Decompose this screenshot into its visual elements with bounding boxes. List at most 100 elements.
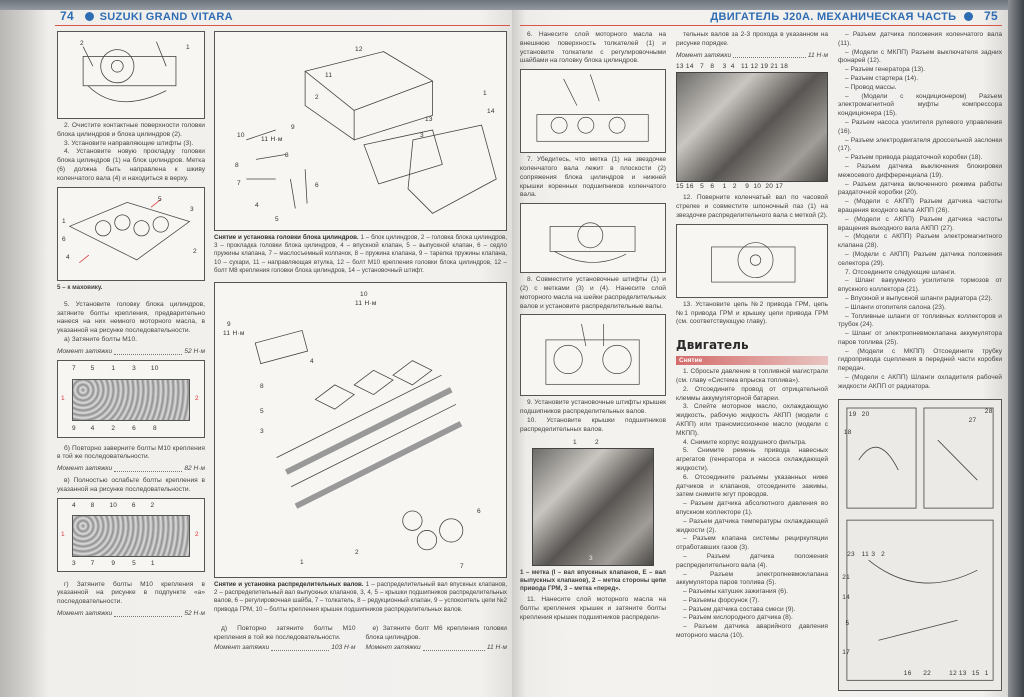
paragraph: – (Модели с АКПП) Разъем электромагнитно… <box>838 233 1002 250</box>
callout: 11 Н·м <box>223 330 245 338</box>
paragraph: 7. Убедитесь, что метка (1) на звездочке… <box>520 156 666 199</box>
final-steps-row: д) Повторно затяните болты M10 крепления… <box>214 625 507 653</box>
callout: 6 <box>315 182 319 189</box>
paragraph: – Разъем датчика аварийного давления мот… <box>676 623 828 640</box>
right-column-3: – Разъем датчика положения коленчатого в… <box>838 31 1002 691</box>
step-6: 6. Нанесите слой моторного масла на внеш… <box>520 31 666 66</box>
callout: 2 <box>80 40 84 47</box>
callout: 1 <box>62 217 66 225</box>
paragraph: тельных валов за 2-3 прохода в указанном… <box>676 31 828 47</box>
step-5: 5. Установите головку блока цилиндров, з… <box>57 301 205 345</box>
paragraph: 4. Снимите корпус воздушного фильтра. <box>683 438 807 446</box>
paragraph: 2. Очистите контактные поверхности голов… <box>57 122 205 138</box>
callout: 18 <box>843 428 852 436</box>
section-heading: Двигатель <box>676 338 749 353</box>
bullet-icon <box>963 12 973 21</box>
page-number: 74 <box>60 9 74 23</box>
callout: 10 <box>360 291 368 299</box>
paragraph: 13. Установите цепь №2 привода ГРМ, цепь… <box>676 300 828 326</box>
torque-label: Момент затяжки <box>365 644 421 652</box>
callout: 17 <box>842 649 851 657</box>
callout: 23 <box>847 550 855 558</box>
callout: 6 <box>62 235 66 243</box>
callout: 4 <box>310 358 314 366</box>
paragraph: 12. Поверните коленчатый вал по часовой … <box>676 194 828 219</box>
subsection-heading: Снятие <box>676 356 828 366</box>
paragraph: 3. Слейте моторное масло, охлаждающую жи… <box>676 403 828 437</box>
callout: 12 <box>949 670 957 678</box>
sequence-top: 7 5 1 3 10 <box>72 364 159 372</box>
cylinder-head-image <box>72 514 190 557</box>
paragraph: – (Модели с АКПП) Шланги охладителя рабо… <box>838 374 1002 390</box>
photo-camshaft-cap-marks: 1 2 3 <box>532 439 654 566</box>
figure-caption: 5 – к маховику. <box>57 283 103 291</box>
callout: 19 <box>848 411 857 419</box>
paragraph: 2. Отсоедините провод от отрицательной к… <box>676 385 828 402</box>
callout: 1 <box>573 438 577 446</box>
callout: 22 <box>923 670 932 678</box>
photo-top-labels: 13 14 7 8 3 4 11 12 19 21 18 <box>676 63 789 71</box>
book-title: SUZUKI GRAND VITARA <box>99 11 233 23</box>
figure-caption: Снятие и установка распределительных вал… <box>214 581 507 614</box>
paragraph: 5. Снимите ремень привода навесных агрег… <box>676 447 828 472</box>
paragraph: – Разъем кислородного датчика (8). <box>683 614 793 622</box>
step-11-cont: тельных валов за 2-3 прохода в указанном… <box>676 31 828 49</box>
step-d: д) Повторно затяните болты M10 крепления… <box>214 625 356 643</box>
torque-value: 103 Н·м <box>331 644 356 652</box>
callout: 16 <box>903 670 912 678</box>
callout: 2 <box>193 247 197 255</box>
figure-cylinder-head-exploded: 12 11 2 1 14 13 11 Н·м 10 9 8 8 7 3 6 5 … <box>214 31 507 231</box>
figure-crankshaft-sprocket: 2 1 <box>57 31 205 119</box>
direction-label: 1 <box>61 394 65 402</box>
step-e-block: е) Затяните болт M6 крепления головки бл… <box>366 625 508 653</box>
figure-tappets <box>520 69 666 154</box>
figure-tightening-sequence: 7 5 1 3 10 9 4 2 6 8 1 2 <box>57 359 205 438</box>
page-number: 75 <box>984 9 998 23</box>
torque-label: Момент затяжки <box>57 347 113 355</box>
callout: 10 <box>237 132 245 139</box>
caption-title: Снятие и установка распределительных вал… <box>214 581 364 589</box>
callout: 7 <box>237 180 241 187</box>
left-column-2: 12 11 2 1 14 13 11 Н·м 10 9 8 8 7 3 6 5 … <box>214 31 507 653</box>
paragraph: 8. Совместите установочные штифты (1) и … <box>520 276 666 310</box>
callout: 2 <box>881 550 886 558</box>
torque-value: 52 Н·м <box>184 347 205 355</box>
step-g: г) Затяните болты M10 крепления в указан… <box>57 581 205 607</box>
caption-title: Снятие и установка головки блока цилиндр… <box>214 234 359 241</box>
callout: 11 <box>861 550 870 558</box>
bullet-icon <box>85 12 95 21</box>
cylinder-head-image <box>72 378 190 421</box>
step-8: 8. Совместите установочные штифты (1) и … <box>520 276 666 311</box>
paragraph: – Разъем датчика температуры охлаждающей… <box>676 517 828 534</box>
steps-2-4: 2. Очистите контактные поверхности голов… <box>57 122 205 184</box>
paragraph: – Разъем стартера (14). <box>845 74 919 82</box>
paragraph: 1. Сбросьте давление в топливной магистр… <box>676 368 828 384</box>
callout: 4 <box>255 202 259 209</box>
header-rule <box>55 25 510 26</box>
paragraph: – Разъем датчика выключения блокировки м… <box>838 162 1002 179</box>
paragraph: – Разъем клапана системы рециркуляции от… <box>676 535 828 552</box>
paragraph: – Разъем насоса усилителя рулевого управ… <box>838 118 1002 135</box>
sequence-bottom: 9 4 2 6 8 <box>72 424 157 432</box>
torque-value: 11 Н·м <box>486 644 507 652</box>
paragraph: 6. Отсоедините разъемы указанных ниже да… <box>676 473 828 499</box>
paragraph: 3. Установите направляющие штифты (3). <box>64 139 194 147</box>
paragraph: в) Полностью ослабьте болты крепления в … <box>57 476 205 493</box>
step-13: 13. Установите цепь №2 привода ГРМ, цепь… <box>676 301 828 327</box>
torque-label: Момент затяжки <box>676 51 732 59</box>
callout: 13 <box>425 116 433 123</box>
step-7: 7. Убедитесь, что метка (1) на звездочке… <box>520 156 666 200</box>
paragraph: 11. Нанесите слой моторного масла на бол… <box>520 596 666 621</box>
figure-loosening-sequence: 4 8 10 6 2 3 7 9 5 1 1 2 <box>57 497 205 572</box>
callout: 1 <box>300 559 304 567</box>
callout: 5 <box>845 620 850 628</box>
paragraph: – Топливные шланги от топливных коллекто… <box>838 312 1002 329</box>
paragraph: 6. Нанесите слой моторного масла на внеш… <box>520 31 666 65</box>
paragraph: е) Затяните болт M6 крепления головки бл… <box>365 624 508 641</box>
callout: 3 <box>589 554 593 562</box>
